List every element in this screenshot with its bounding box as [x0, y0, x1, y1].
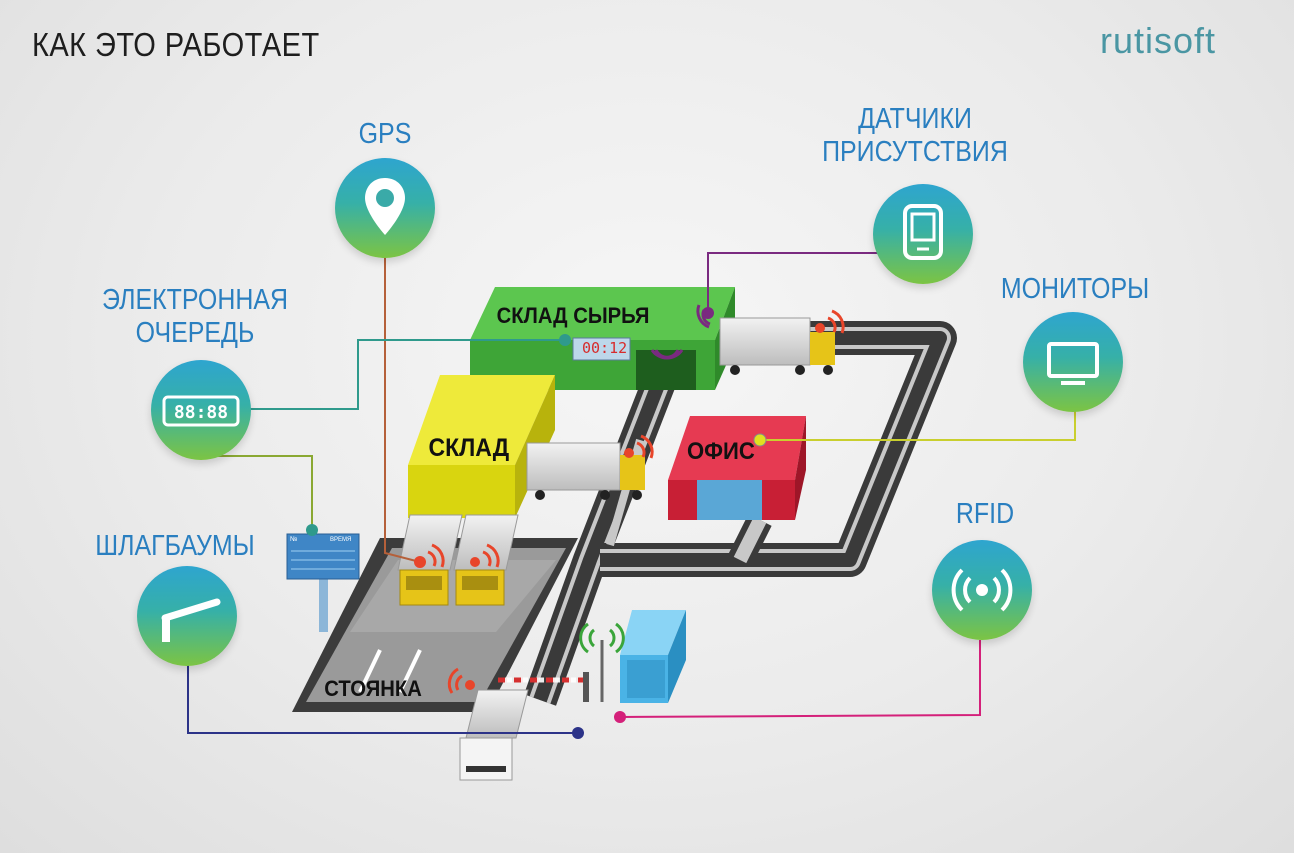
queue-board — [286, 533, 360, 632]
barriers-badge — [137, 566, 237, 666]
parking-label: СТОЯНКА — [324, 676, 422, 701]
truck-entrance — [459, 689, 529, 781]
warehouse-building — [408, 375, 555, 518]
connector-dots — [306, 307, 767, 739]
rfid-label: RFID — [955, 498, 1015, 530]
queue-label: ЭЛЕКТРОННАЯ ОЧЕРЕДЬ — [96, 284, 294, 350]
rfid-signal-icon — [951, 568, 1013, 612]
office-building — [668, 416, 806, 520]
presence-sensors-label: ДАТЧИКИ ПРИСУТСТВИЯ — [816, 103, 1014, 169]
monitors-label: МОНИТОРЫ — [1000, 273, 1150, 305]
map-pin-icon — [365, 178, 405, 235]
truck-raw-warehouse — [719, 317, 835, 375]
truck-parking-1 — [397, 514, 463, 606]
board-column-number: № — [290, 536, 298, 543]
queue-badge: 88:88 — [151, 360, 251, 460]
queue-label-line1: ЭЛЕКТРОННАЯ — [101, 284, 289, 316]
monitor-icon — [1047, 342, 1099, 385]
raw-warehouse-label: СКЛАД СЫРЬЯ — [496, 303, 650, 328]
page-title: КАК ЭТО РАБОТАЕТ — [32, 26, 320, 63]
barriers-label: ШЛАГБАУМЫ — [95, 530, 255, 562]
truck-warehouse — [526, 442, 645, 500]
gps-badge — [335, 158, 435, 258]
signal-waves — [415, 304, 845, 694]
gps-label: GPS — [358, 118, 412, 150]
queue-label-line2: ОЧЕРЕДЬ — [135, 317, 255, 349]
warehouse-label: СКЛАД — [428, 434, 510, 462]
presence-sensors-badge — [873, 184, 973, 284]
queue-display-text: 88:88 — [174, 402, 228, 423]
gate-house — [620, 610, 686, 703]
barrier-gate-icon — [161, 598, 221, 642]
rfid-badge — [932, 540, 1032, 640]
office-label: ОФИС — [686, 438, 755, 465]
connector-lines — [187, 252, 1076, 734]
barrier-gate — [498, 640, 604, 702]
brand-logo: rutisoft — [1100, 20, 1217, 61]
truck-parking-2 — [453, 514, 519, 606]
tablet-icon — [903, 204, 943, 260]
presence-label-line2: ПРИСУТСТВИЯ — [822, 136, 1008, 168]
presence-label-line1: ДАТЧИКИ — [858, 103, 972, 135]
digital-display-icon: 88:88 — [162, 395, 240, 427]
board-column-time: ВРЕМЯ — [330, 537, 352, 543]
monitors-badge — [1023, 312, 1123, 412]
warehouse-clock: 00:12 — [582, 339, 628, 357]
